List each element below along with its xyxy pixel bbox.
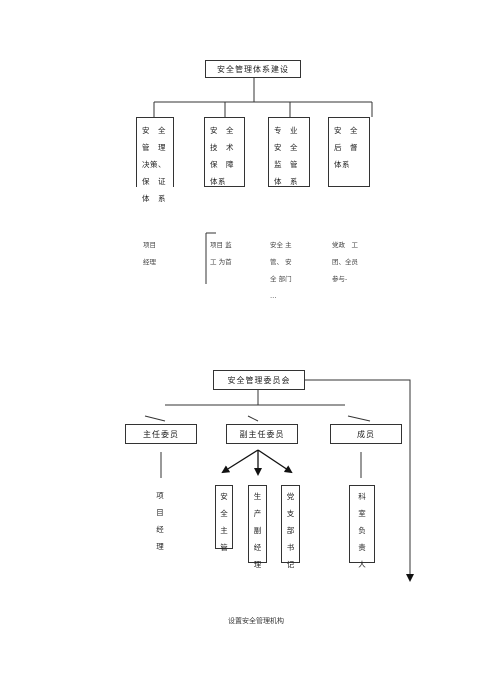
diagram1-box-supervision: 专 业 安 全 监 管 体 系: [268, 117, 310, 187]
diagram2-arrows: [221, 449, 293, 476]
diagram1-label-project-manager: 项目 经理: [143, 241, 156, 266]
diagram1-label-all-staff: 党政 工 团、全员 参与-: [332, 241, 358, 283]
member-party-secretary: 党 支 部 书 记: [281, 485, 300, 569]
group-vice-chairman: 副主任委员: [226, 424, 298, 444]
diagram1-label-safety-dept: 安全 主 管、 安 全 部门 …: [270, 241, 292, 300]
member-department-heads: 科 室 负 责 人: [349, 485, 375, 569]
diagram2-title: 安全管理委员会: [213, 370, 305, 390]
group-members: 成员: [330, 424, 402, 444]
member-safety-supervisor: 安 全 主 管: [215, 485, 233, 552]
diagram2-caption: 设置安全管理机构: [228, 617, 284, 625]
member-project-manager: 项 目 经 理: [146, 485, 174, 551]
diagram1-box-technology: 安 全 技 术 保 障 体系: [204, 117, 245, 187]
down-arrow-head: [406, 574, 414, 582]
diagram1-box-decision: 安 全 管 理 决策、 保 证 体 系: [136, 117, 174, 203]
diagram2-connectors: [144, 379, 411, 576]
diagram1-connectors: [153, 78, 373, 284]
diagram1-title: 安全管理体系建设: [205, 60, 301, 78]
member-production-vice-manager: 生 产 副 经 理: [248, 485, 267, 569]
diagram1-label-project-lead: 项目 监 工 为首: [210, 241, 232, 266]
group-chairman: 主任委员: [125, 424, 197, 444]
diagram1-box-aftercare: 安 全 后 督 体系: [328, 117, 370, 187]
